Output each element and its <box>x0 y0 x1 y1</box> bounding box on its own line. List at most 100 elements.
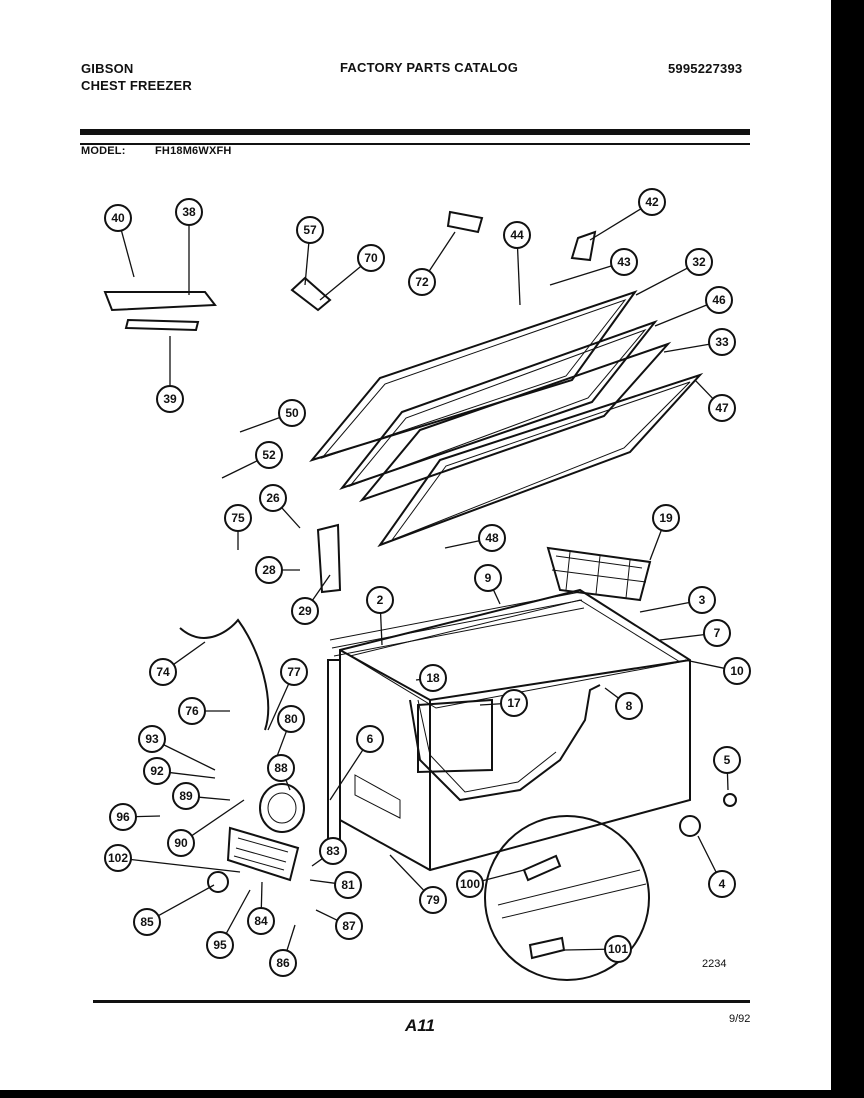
callout-leader-line <box>589 208 642 241</box>
callout-leader-line <box>225 889 251 934</box>
callout-leader-line <box>198 796 231 801</box>
part-callout-90: 90 <box>167 799 245 857</box>
part-callout-40: 40 <box>104 204 135 278</box>
callout-bubble <box>277 705 305 733</box>
callout-bubble <box>474 564 502 592</box>
callout-bubble <box>259 484 287 512</box>
part-callout-77: 77 <box>267 658 308 731</box>
part-callout-10: 10 <box>684 657 751 685</box>
callout-number: 43 <box>617 255 631 269</box>
callout-bubble <box>156 385 184 413</box>
callout-bubble <box>267 754 295 782</box>
callout-leader-line <box>516 247 521 306</box>
part-callout-89: 89 <box>172 782 231 810</box>
callout-number: 101 <box>608 942 628 956</box>
callout-bubble <box>638 188 666 216</box>
callout-bubble <box>178 697 206 725</box>
callout-number: 81 <box>341 878 355 892</box>
callout-bubble <box>143 757 171 785</box>
callout-leader-line <box>315 909 338 921</box>
callout-number: 83 <box>326 844 340 858</box>
callout-leader-line <box>726 772 729 791</box>
callout-leader-line <box>221 460 258 479</box>
callout-leader-line <box>311 858 323 867</box>
callout-number: 57 <box>303 223 317 237</box>
callout-bubble <box>172 782 200 810</box>
callout-leader-line <box>239 416 281 433</box>
part-callout-38: 38 <box>175 198 203 295</box>
callout-bubble <box>604 935 632 963</box>
callout-number: 29 <box>298 604 312 618</box>
part-callout-43: 43 <box>549 248 638 286</box>
callout-bubble <box>503 221 531 249</box>
part-callout-84: 84 <box>247 881 275 935</box>
part-callout-70: 70 <box>319 244 385 301</box>
callout-number: 92 <box>150 764 164 778</box>
freezer-illustration <box>103 210 737 981</box>
callout-number: 46 <box>712 293 726 307</box>
callout-leader-line <box>260 881 263 909</box>
part-callout-47: 47 <box>694 379 736 422</box>
callout-number: 9 <box>485 571 492 585</box>
callout-bubble <box>478 524 506 552</box>
callout-leader-line <box>191 799 245 837</box>
callout-number: 72 <box>415 275 429 289</box>
callout-bubble <box>247 907 275 935</box>
product-name: CHEST FREEZER <box>81 78 192 93</box>
callout-leader-line <box>549 265 612 286</box>
part-callout-28: 28 <box>255 556 300 584</box>
callout-bubble <box>104 844 132 872</box>
callout-bubble <box>419 664 447 692</box>
callout-bubble <box>255 441 283 469</box>
callout-leader-line <box>663 343 710 353</box>
callout-leader-line <box>604 687 619 699</box>
callout-number: 28 <box>262 563 276 577</box>
part-callout-4: 4 <box>697 835 736 898</box>
callout-leader-line <box>659 633 705 641</box>
callout-leader-line <box>281 507 301 529</box>
model-label: MODEL: <box>81 145 126 157</box>
part-callout-95: 95 <box>206 889 251 959</box>
part-callout-80: 80 <box>269 705 305 776</box>
page-label: A11 <box>405 1016 435 1035</box>
callout-number: 93 <box>145 732 159 746</box>
callout-bubble <box>296 216 324 244</box>
part-callout-92: 92 <box>143 757 216 785</box>
callout-number: 85 <box>140 915 154 929</box>
part-callout-5: 5 <box>713 746 741 791</box>
callout-number: 10 <box>730 664 744 678</box>
callout-number: 75 <box>231 511 245 525</box>
part-callout-18: 18 <box>415 664 447 692</box>
callout-number: 86 <box>276 956 290 970</box>
part-callout-9: 9 <box>474 564 502 605</box>
footer-rule <box>93 1000 750 1003</box>
callout-number: 4 <box>719 877 726 891</box>
callout-number: 39 <box>163 392 177 406</box>
callout-bubble <box>138 725 166 753</box>
callout-leader-line <box>158 884 215 917</box>
revision-date: 9/92 <box>729 1013 751 1025</box>
callout-bubble <box>104 204 132 232</box>
part-callout-93: 93 <box>138 725 216 771</box>
callout-number: 50 <box>285 406 299 420</box>
callout-bubble <box>133 908 161 936</box>
callout-leader-line <box>684 659 725 669</box>
callout-leader-line <box>120 230 135 278</box>
part-callout-79: 79 <box>389 854 447 914</box>
model-number: FH18M6WXFH <box>155 145 232 157</box>
part-callout-29: 29 <box>291 574 331 625</box>
part-callout-83: 83 <box>311 837 347 867</box>
callout-leader-line <box>479 703 502 706</box>
callout-number: 32 <box>692 255 706 269</box>
part-callout-8: 8 <box>604 687 643 720</box>
callout-number: 7 <box>714 626 721 640</box>
part-callout-50: 50 <box>239 399 306 433</box>
callout-number: 88 <box>274 761 288 775</box>
callout-bubble <box>713 746 741 774</box>
callout-leader-line <box>329 749 364 801</box>
callout-bubble <box>334 871 362 899</box>
catalog-sheet: GIBSON CHEST FREEZER FACTORY PARTS CATAL… <box>0 0 831 1090</box>
part-callout-7: 7 <box>659 619 731 647</box>
callout-bubble <box>705 286 733 314</box>
